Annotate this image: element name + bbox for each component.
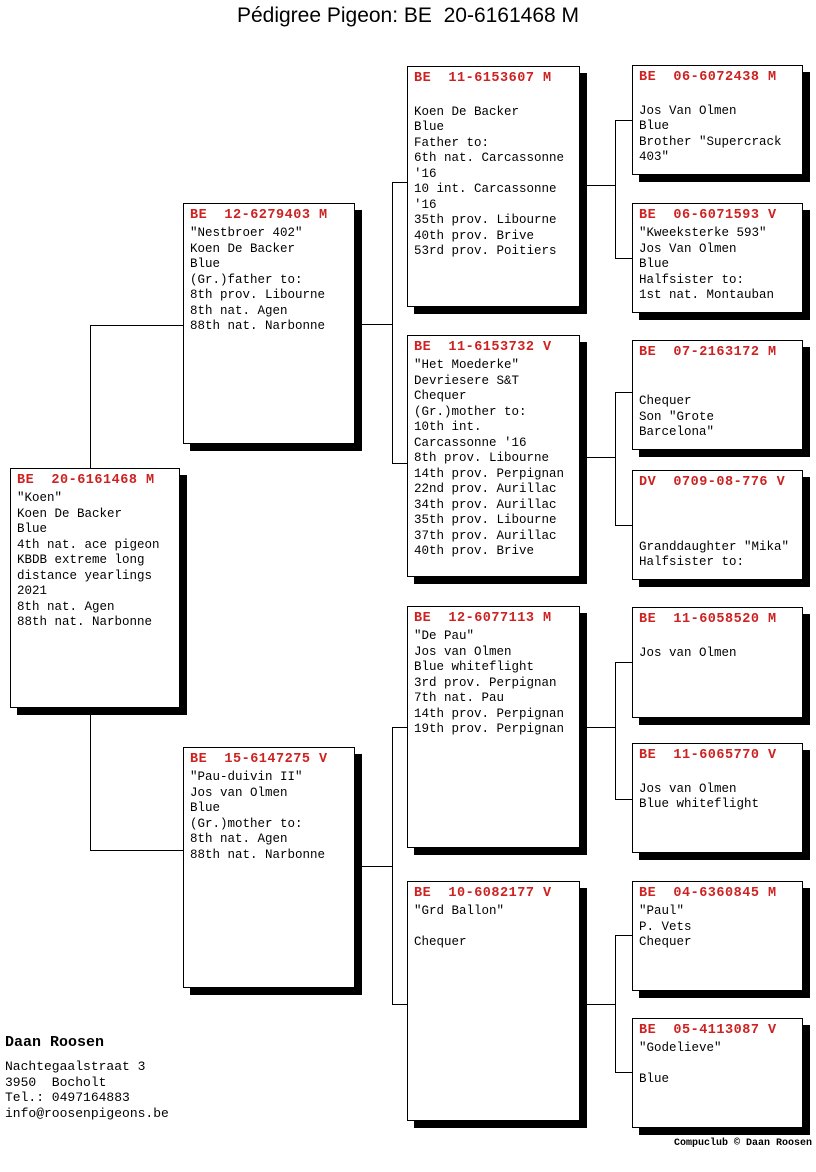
ring-number: BE 12-6279403 M [190, 208, 328, 223]
owner-name: Daan Roosen [5, 1034, 105, 1051]
pigeon-details: "Koen" Koen De Backer Blue 4th nat. ace … [17, 491, 160, 629]
pigeon-details: "Het Moederke" Devriesere S&T Chequer (G… [414, 358, 565, 558]
pedigree-box-father: BE 12-6279403 M "Nestbroer 402" Koen De … [183, 203, 355, 444]
ring-number: DV 0709-08-776 V [639, 475, 786, 490]
pedigree-box-great-grandfather-3: BE 11-6058520 M Jos van Olmen [632, 607, 803, 718]
connector-g3b-horizontal [580, 457, 615, 458]
connector-stub-g4c [615, 392, 632, 393]
pigeon-details: "Grd Ballon" Chequer [414, 904, 505, 949]
ring-number: BE 20-6161468 M [17, 473, 155, 488]
ring-number: BE 04-6360845 M [639, 886, 777, 901]
connector-stub-granddam-m [392, 1004, 407, 1005]
pedigree-box-great-grandmother-4: BE 05-4113087 V "Godelieve" Blue [632, 1018, 803, 1128]
ring-number: BE 07-2163172 M [639, 345, 777, 360]
ring-number: BE 15-6147275 V [190, 752, 328, 767]
connector-stub-g4e [615, 662, 632, 663]
connector-to-mother [90, 850, 183, 851]
owner-block: Daan Roosen Nachtegaalstraat 3 3950 Boch… [5, 1034, 169, 1121]
pigeon-details: Granddaughter "Mika" Halfsister to: [639, 539, 790, 570]
connector-stub-grandsire-m [392, 727, 407, 728]
pigeon-details: Chequer Son "Grote Barcelona" [639, 394, 715, 439]
pedigree-box-mother: BE 15-6147275 V "Pau-duivin II" Jos van … [183, 747, 355, 988]
pigeon-details: "Nestbroer 402" Koen De Backer Blue (Gr.… [190, 226, 326, 333]
page-title: Pédigree Pigeon: BE 20-6161468 M [236, 4, 580, 27]
connector-father-vertical [392, 182, 393, 464]
pedigree-box-great-grandfather-1: BE 06-6072438 M Jos Van Olmen Blue Broth… [632, 65, 803, 175]
pigeon-details: "Godelieve" Blue [639, 1041, 722, 1086]
pigeon-details: "Kweeksterke 593" Jos Van Olmen Blue Hal… [639, 226, 775, 302]
connector-g3b-vertical [615, 392, 616, 526]
pedigree-box-subject: BE 20-6161468 M "Koen" Koen De Backer Bl… [10, 468, 180, 708]
pedigree-box-paternal-grandmother: BE 11-6153732 V "Het Moederke" Devrieser… [407, 335, 580, 577]
ring-number: BE 10-6082177 V [414, 886, 552, 901]
pedigree-box-great-grandfather-2: BE 07-2163172 M Chequer Son "Grote Barce… [632, 340, 803, 450]
ring-number: BE 11-6153607 M [414, 71, 552, 86]
compuclub-credit: Compuclub © Daan Roosen [673, 1138, 812, 1149]
connector-to-father [90, 325, 183, 326]
ring-number: BE 11-6058520 M [639, 612, 777, 627]
connector-stub-grandsire-p [392, 182, 407, 183]
pedigree-box-great-grandmother-2: DV 0709-08-776 V Granddaughter "Mika" Ha… [632, 470, 803, 580]
ring-number: BE 06-6072438 M [639, 70, 777, 85]
ring-number: BE 12-6077113 M [414, 611, 552, 626]
pigeon-details: Jos Van Olmen Blue Brother "Supercrack 4… [639, 103, 782, 165]
pedigree-box-maternal-grandfather: BE 12-6077113 M "De Pau" Jos van Olmen B… [407, 606, 580, 848]
connector-stub-g4h [615, 1072, 632, 1073]
connector-stub-g4a [615, 120, 632, 121]
ring-number: BE 06-6071593 V [639, 208, 777, 223]
pigeon-details: Jos van Olmen Blue whiteflight [639, 781, 760, 812]
pedigree-box-maternal-grandmother: BE 10-6082177 V "Grd Ballon" Chequer [407, 881, 580, 1121]
connector-stub-g4f [615, 799, 632, 800]
connector-stub-granddam-p [392, 463, 407, 464]
pedigree-box-great-grandfather-4: BE 04-6360845 M "Paul" P. Vets Chequer [632, 881, 803, 991]
connector-stub-g4d [615, 525, 632, 526]
pedigree-box-great-grandmother-3: BE 11-6065770 V Jos van Olmen Blue white… [632, 743, 803, 853]
pigeon-details: Jos van Olmen [639, 645, 737, 660]
pigeon-details: "De Pau" Jos van Olmen Blue whiteflight … [414, 629, 565, 736]
pigeon-details: Koen De Backer Blue Father to: 6th nat. … [414, 104, 565, 259]
connector-g3c-horizontal [580, 727, 615, 728]
connector-g3d-vertical [615, 935, 616, 1073]
pedigree-box-great-grandmother-1: BE 06-6071593 V "Kweeksterke 593" Jos Va… [632, 203, 803, 313]
ring-number: BE 11-6153732 V [414, 340, 552, 355]
connector-stub-g4g [615, 935, 632, 936]
pedigree-box-paternal-grandfather: BE 11-6153607 M Koen De Backer Blue Fath… [407, 66, 580, 307]
ring-number: BE 05-4113087 V [639, 1023, 777, 1038]
connector-stub-g4b [615, 258, 632, 259]
pigeon-details: "Paul" P. Vets Chequer [639, 904, 692, 949]
owner-contact-details: Nachtegaalstraat 3 3950 Bocholt Tel.: 04… [5, 1059, 169, 1121]
connector-g3c-vertical [615, 662, 616, 800]
connector-g3a-horizontal [580, 185, 615, 186]
connector-mother-vertical [392, 727, 393, 1005]
connector-g3d-horizontal [580, 1004, 615, 1005]
connector-g3a-vertical [615, 120, 616, 259]
ring-number: BE 11-6065770 V [639, 748, 777, 763]
connector-father-horizontal [355, 324, 392, 325]
connector-mother-horizontal [355, 866, 392, 867]
pigeon-details: "Pau-duivin II" Jos van Olmen Blue (Gr.)… [190, 770, 326, 862]
